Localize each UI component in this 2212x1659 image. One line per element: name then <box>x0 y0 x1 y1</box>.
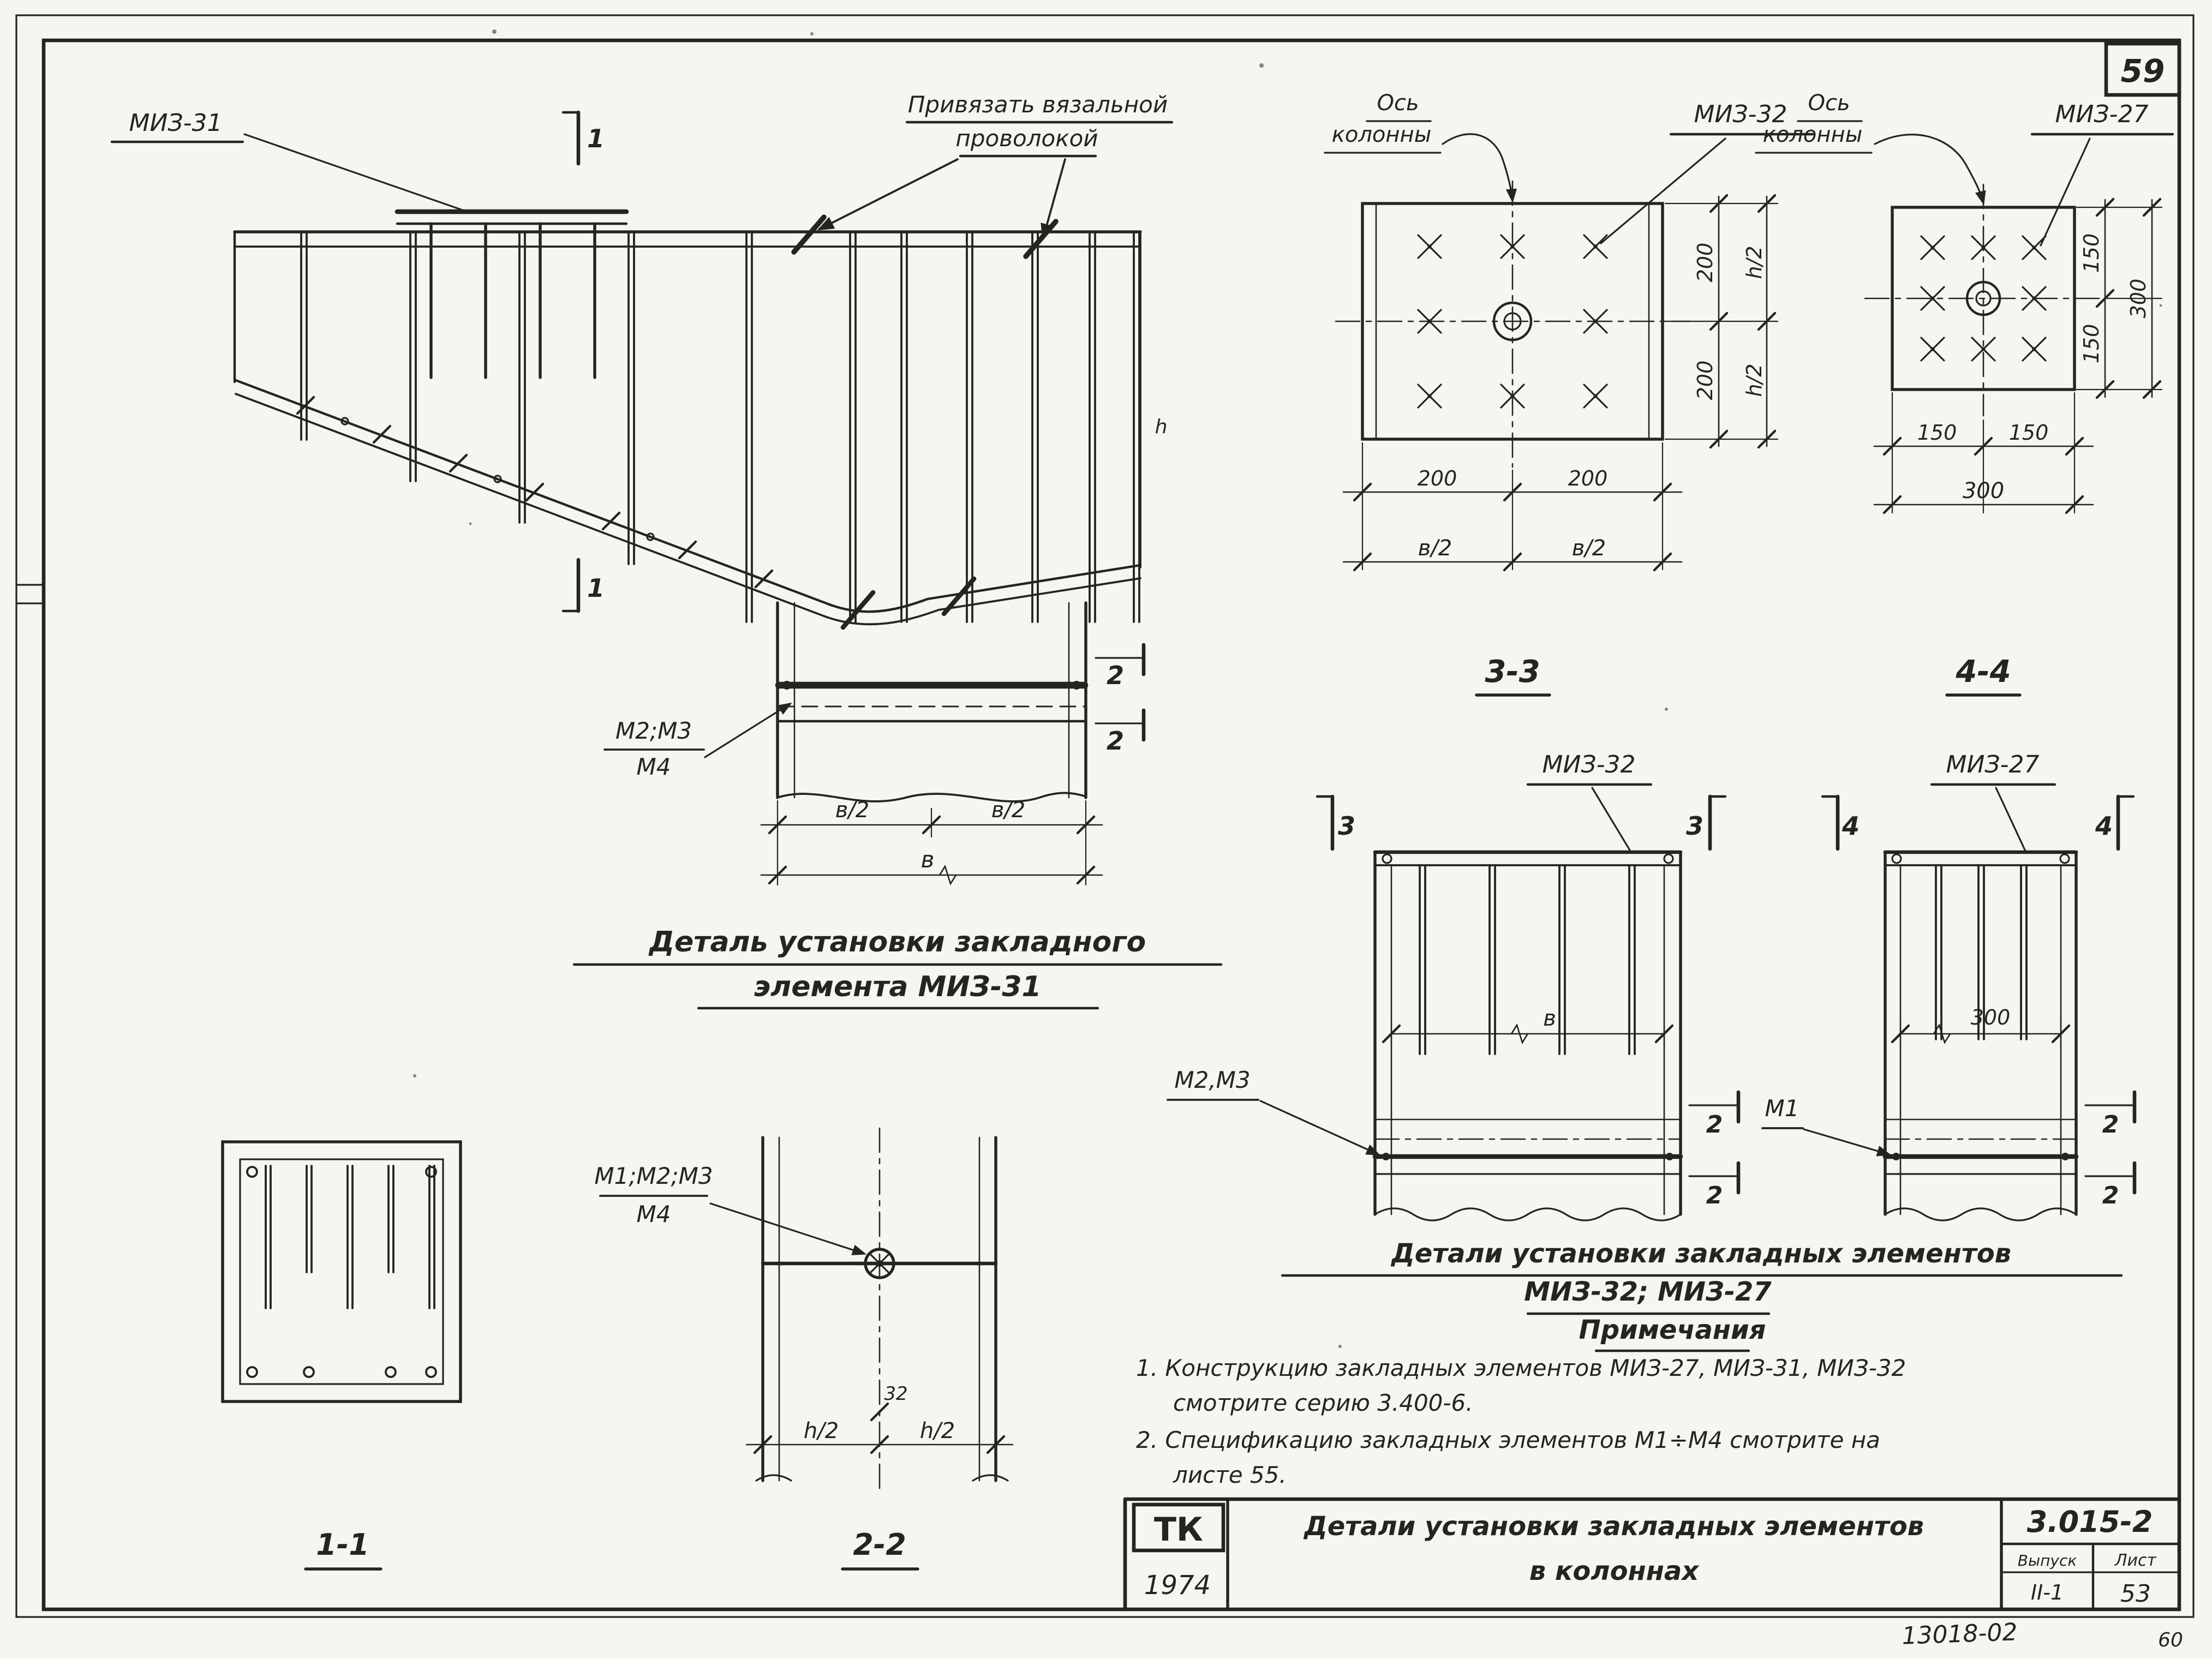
details-title-and-notes: Детали установки закладных элементов МИЗ… <box>1136 1238 2123 1488</box>
elev32-section2-bottom: 2 <box>1706 1182 1723 1209</box>
plan44-axis-line2: колонны <box>1763 122 1863 147</box>
plan-view-miz27: 150 150 300 150 150 300 Ось колонны МИЗ-… <box>1755 91 2174 697</box>
plan-view-miz32: 200 200 h/2 h/2 200 200 в/2 в/2 Ось коло… <box>1324 91 1814 697</box>
stamp-year: 1974 <box>1144 1570 1211 1601</box>
note2-line2: листе 55. <box>1173 1462 1287 1488</box>
plan33-dim-bottom-right: 200 <box>1568 466 1608 490</box>
plan33-dim-bottom-left: 200 <box>1418 466 1457 490</box>
plan44-dim-right-bottom: 150 <box>2079 324 2103 364</box>
elev27-section4-right: 4 <box>2095 811 2113 841</box>
section-mark-2-bottom: 2 <box>1107 726 1124 756</box>
plan44-dim-bottom-left: 150 <box>1917 421 1957 445</box>
miz31-label: МИЗ-31 <box>129 109 223 137</box>
plan33-part-label: МИЗ-32 <box>1694 100 1787 128</box>
stamp-sheet-label: Лист <box>2114 1551 2157 1570</box>
elevation-miz32: в 3 3 2 2 МИЗ-32 М2,М3 <box>1167 751 1741 1221</box>
section22-caption: 2-2 <box>853 1528 906 1562</box>
stamp-logo: ТК <box>1154 1511 1203 1549</box>
note1-line2: смотрите серию 3.400-6. <box>1173 1390 1473 1416</box>
stamp-title-line1: Детали установки закладных элементов <box>1303 1511 1924 1542</box>
plan33-dim-right-outer-bottom: h/2 <box>1742 363 1766 397</box>
section11-caption: 1-1 <box>316 1528 369 1562</box>
elev32-section2-top: 2 <box>1706 1111 1723 1139</box>
detail-title-line1: Деталь установки закладного <box>648 926 1146 959</box>
section-mark-1-bottom: 1 <box>587 573 605 603</box>
section-2-2-view: М1;М2;М3 М4 32 h/2 h/2 2-2 <box>594 1127 1014 1571</box>
elev27-section2-bottom: 2 <box>2102 1182 2119 1209</box>
note1-line1: 1. Конструкцию закладных элементов МИЗ-2… <box>1136 1355 1906 1381</box>
section22-dim-half-left: h/2 <box>804 1418 839 1444</box>
stamp-issue-value: II-1 <box>2031 1580 2064 1604</box>
handwritten-code: 13018-02 <box>1902 1618 2018 1650</box>
detail-title-line2: элемента МИЗ-31 <box>754 971 1041 1003</box>
plan33-dim-right-outer-top: h/2 <box>1742 245 1766 279</box>
section22-dim-half-right: h/2 <box>920 1418 955 1444</box>
notes-heading: Примечания <box>1579 1315 1766 1345</box>
stamp-sheet-value: 53 <box>2120 1580 2151 1608</box>
details-title-line1: Детали установки закладных элементов <box>1390 1238 2011 1269</box>
elev32-part-label: МИЗ-32 <box>1543 751 1636 778</box>
beam-plan-drawing <box>233 209 1142 630</box>
stamp-doc-code: 3.015-2 <box>2027 1505 2153 1539</box>
section22-labels-line1: М1;М2;М3 <box>594 1163 713 1189</box>
plan44-dim-bottom-right: 150 <box>2009 421 2049 445</box>
plan33-dim-bottom-outer-right: в/2 <box>1572 536 1606 561</box>
scan-specks <box>413 29 2162 1348</box>
note2-line1: 2. Спецификацию закладных элементов М1÷М… <box>1136 1427 1880 1453</box>
sheet-number-box: 59 <box>2104 41 2181 97</box>
elev32-section3-right: 3 <box>1686 811 1703 841</box>
plan44-dim-right-top: 150 <box>2079 233 2103 273</box>
plan33-caption: 3-3 <box>1485 654 1540 690</box>
elev27-section2-top: 2 <box>2102 1111 2119 1139</box>
plan44-part-label: МИЗ-27 <box>2055 100 2149 128</box>
details-title-line2: МИЗ-32; МИЗ-27 <box>1524 1277 1772 1307</box>
sheet-corner-number: 59 <box>2121 52 2165 89</box>
plan44-dim-bottom-outer: 300 <box>1963 478 2004 504</box>
handwritten-extra: 60 <box>2158 1629 2183 1651</box>
plan44-caption: 4-4 <box>1955 654 2011 690</box>
beam-column-elevation <box>775 601 1089 802</box>
elev27-part-label: МИЗ-27 <box>1946 751 2040 778</box>
section-1-1-view: 1-1 <box>221 1140 462 1571</box>
section22-labels-line2: М4 <box>637 1201 671 1227</box>
plan33-axis-line1: Ось <box>1377 91 1419 116</box>
beam-dim-depth: h <box>1155 416 1168 438</box>
elev27-section4-left: 4 <box>1842 811 1860 841</box>
elev32-plates-label: М2,М3 <box>1174 1067 1250 1093</box>
plan44-dim-right-outer: 300 <box>2126 279 2150 319</box>
plan33-dim-bottom-outer-left: в/2 <box>1418 536 1452 561</box>
title-block: ТК 1974 Детали установки закладных элеме… <box>1123 1497 2181 1612</box>
beam-dim-half-right: в/2 <box>991 798 1026 823</box>
stamp-title-line2: в колоннах <box>1529 1556 1700 1586</box>
sheet-frame <box>15 14 2195 1618</box>
plan33-axis-line2: колонны <box>1332 122 1432 147</box>
plan44-axis-line1: Ось <box>1808 91 1850 116</box>
stamp-issue-label: Выпуск <box>2018 1552 2077 1570</box>
beam-dim-total: в <box>921 846 935 873</box>
elev27-dim-width: 300 <box>1971 1005 2011 1029</box>
beam-plates-label-line1: М2;М3 <box>615 717 692 744</box>
tie-note-line2: проволокой <box>955 125 1098 152</box>
tie-note-line1: Привязать вязальной <box>908 91 1168 118</box>
beam-dimensions: в/2 в/2 в h <box>760 416 1168 886</box>
elevation-miz27: 300 4 4 2 2 МИЗ-27 М1 <box>1761 751 2137 1221</box>
beam-labels: МИЗ-31 Привязать вязальной проволокой М2… <box>110 91 1223 1010</box>
elev32-section3-left: 3 <box>1338 811 1355 841</box>
beam-plates-label-line2: М4 <box>637 753 671 780</box>
elev32-dim-width: в <box>1543 1006 1556 1031</box>
beam-dim-half-left: в/2 <box>835 798 870 823</box>
elev27-plate-label: М1 <box>1765 1095 1800 1122</box>
plan33-dim-right-top: 200 <box>1693 243 1717 283</box>
beam-section-marks: 1 1 2 2 <box>561 110 1146 756</box>
handwritten-annotations: 13018-02 60 <box>1902 1618 2183 1651</box>
section-mark-2-top: 2 <box>1107 661 1124 690</box>
section-mark-1-top: 1 <box>587 124 605 153</box>
plan33-dim-right-bottom: 200 <box>1693 361 1717 400</box>
section22-dim-thickness: 32 <box>884 1383 907 1405</box>
